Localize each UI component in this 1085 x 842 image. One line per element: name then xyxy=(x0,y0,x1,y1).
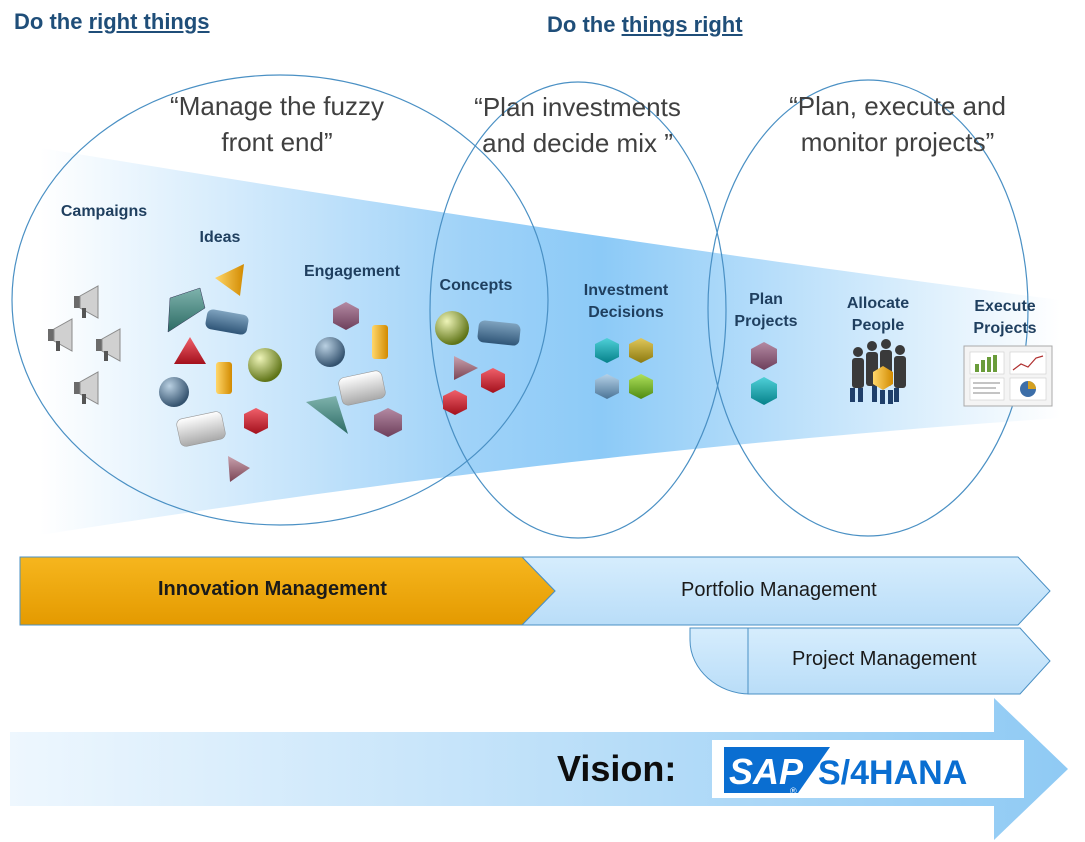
stage-allocate-line2: People xyxy=(851,317,905,334)
stage-allocate-people: Allocate People xyxy=(828,293,928,337)
people-group-icon xyxy=(850,339,906,404)
stage-investment-line1: Investment xyxy=(583,282,669,299)
stage-execute-projects: Execute Projects xyxy=(955,296,1055,340)
quote-fuzzy-line1: “Manage the fuzzy xyxy=(170,91,384,121)
quote-execute-line1: “Plan, execute and xyxy=(789,91,1006,121)
project-management-label: Project Management xyxy=(792,648,977,670)
engagement-shapes xyxy=(306,302,402,437)
quote-fuzzy-front-end: “Manage the fuzzy front end” xyxy=(157,88,397,160)
quote-execute-line2: monitor projects” xyxy=(800,127,995,157)
stage-execute-line1: Execute xyxy=(974,298,1036,315)
logo-sap-text: SAP xyxy=(729,751,804,792)
quote-plan-execute: “Plan, execute and monitor projects” xyxy=(775,88,1020,160)
header-right-prefix: Do the xyxy=(547,12,622,37)
concepts-shapes xyxy=(435,311,521,415)
plan-shapes xyxy=(751,342,777,405)
vision-label: Vision: xyxy=(557,748,677,789)
header-right-things: Do the right things xyxy=(14,9,210,35)
vision-arrow xyxy=(10,698,1068,840)
quote-invest-line1: “Plan investments xyxy=(474,92,681,122)
investment-shapes xyxy=(595,338,653,399)
stage-engagement: Engagement xyxy=(303,263,400,280)
ideas-shapes xyxy=(159,264,282,482)
header-right-emphasis: things right xyxy=(621,12,743,37)
logo-registered: ® xyxy=(790,786,797,796)
stage-allocate-line1: Allocate xyxy=(846,295,910,312)
innovation-management-label: Innovation Management xyxy=(158,578,387,600)
quote-invest-line2: and decide mix ” xyxy=(482,128,673,158)
project-management-bar xyxy=(747,627,1051,695)
logo-product-text: S/4HANA xyxy=(818,754,967,792)
stage-ideas: Ideas xyxy=(199,229,241,246)
stage-plan-projects: Plan Projects xyxy=(721,289,811,333)
sap-s4hana-logo: SAP ® S/4HANA xyxy=(712,740,1024,798)
project-bar-connector xyxy=(689,627,751,695)
header-left-emphasis: right things xyxy=(88,9,210,34)
stage-plan-line1: Plan xyxy=(749,291,783,308)
portfolio-management-label: Portfolio Management xyxy=(681,579,877,601)
stage-investment-line2: Decisions xyxy=(588,304,664,321)
quote-fuzzy-line2: front end” xyxy=(221,127,333,157)
innovation-management-bar xyxy=(19,556,556,626)
stage-investment-decisions: Investment Decisions xyxy=(566,280,686,324)
stage-concepts: Concepts xyxy=(439,277,513,294)
circle-projects xyxy=(707,79,1029,537)
stage-plan-line2: Projects xyxy=(734,313,798,330)
stage-campaigns: Campaigns xyxy=(60,203,148,220)
dashboard-report-icon xyxy=(963,345,1053,407)
funnel-band xyxy=(40,148,1060,535)
quote-plan-investments: “Plan investments and decide mix ” xyxy=(455,89,700,161)
header-left-prefix: Do the xyxy=(14,9,89,34)
circle-portfolio xyxy=(429,81,727,539)
stage-execute-line2: Projects xyxy=(973,320,1037,337)
circle-innovation xyxy=(11,74,549,526)
header-things-right: Do the things right xyxy=(547,12,743,38)
